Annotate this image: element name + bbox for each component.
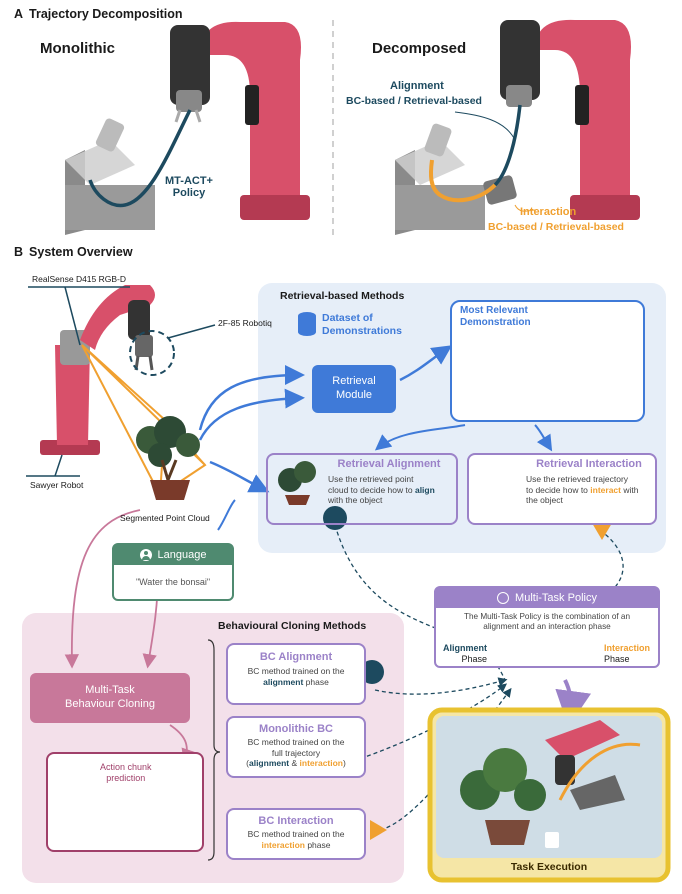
gripper-highlight	[129, 330, 175, 376]
retrieval-panel-title: Retrieval-based Methods	[280, 290, 405, 302]
user-icon	[139, 549, 152, 561]
mtact-policy-label: MT-ACT+Policy	[165, 175, 213, 199]
monolithic-robot-illustration	[170, 21, 310, 220]
mtp-header: Multi-Task Policy	[436, 588, 658, 608]
retrieval-alignment-illustration	[278, 461, 316, 505]
interaction-methods-label: BC-based / Retrieval-based	[488, 221, 624, 233]
most-relevant-demo-box	[450, 300, 645, 422]
interaction-trajectory	[429, 159, 497, 203]
camera-label: RealSense D415 RGB-D	[32, 274, 127, 284]
monolithic-bc-card: Monolithic BC BC method trained on the f…	[226, 716, 366, 778]
network-icon	[497, 592, 510, 604]
retrieval-alignment-title: Retrieval Alignment	[337, 458, 441, 470]
gripper-label: 2F-85 Robotiq	[218, 318, 272, 328]
retrieval-interaction-desc: Use the retrieved trajectory to decide h…	[526, 474, 639, 506]
interaction-pointer	[514, 204, 536, 212]
sawyer-label: Sawyer Robot	[30, 480, 84, 490]
alignment-pointer	[454, 111, 516, 141]
camera-view-cone	[81, 344, 206, 496]
point-cloud-label: Segmented Point Cloud	[120, 513, 210, 523]
monolithic-trajectory	[88, 109, 192, 208]
multi-task-policy-box: Multi-Task Policy The Multi-Task Policy …	[434, 586, 660, 668]
sawyer-robot-illustration	[40, 285, 155, 455]
decomposed-robot-illustration	[500, 19, 640, 220]
retrieval-alignment-card	[266, 453, 458, 525]
action-chunk-box	[46, 752, 204, 852]
bc-interaction-card: BC Interaction BC method trained on the …	[226, 808, 366, 860]
bc-panel-title: Behavioural Cloning Methods	[218, 620, 367, 632]
mtp-desc: The Multi-Task Policy is the combination…	[463, 612, 631, 632]
task-execution-label: Task Execution	[510, 861, 588, 873]
language-instruction: "Water the bonsai"	[135, 577, 211, 587]
alignment-trajectory	[493, 104, 522, 187]
bc-alignment-card: BC Alignment BC method trained on the al…	[226, 643, 366, 705]
decomposed-heading: Decomposed	[372, 40, 467, 57]
retrieval-alignment-desc: Use the retrieved point cloud to decide …	[328, 474, 435, 506]
interaction-label: Interaction	[520, 206, 577, 218]
alignment-methods-label: BC-based / Retrieval-based	[346, 95, 482, 107]
retrieval-interaction-card	[467, 453, 657, 525]
language-box: Language "Water the bonsai"	[112, 543, 234, 601]
retrieval-interaction-title: Retrieval Interaction	[536, 458, 642, 470]
monolithic-box-illustration	[65, 118, 155, 235]
bc-bracket	[207, 639, 221, 861]
alignment-label: Alignment	[390, 80, 444, 92]
monolithic-heading: Monolithic	[40, 40, 115, 57]
database-icon	[298, 312, 316, 336]
bonsai-illustration	[136, 416, 200, 500]
language-header: Language	[114, 545, 232, 565]
task-execution-illustration	[460, 720, 641, 848]
